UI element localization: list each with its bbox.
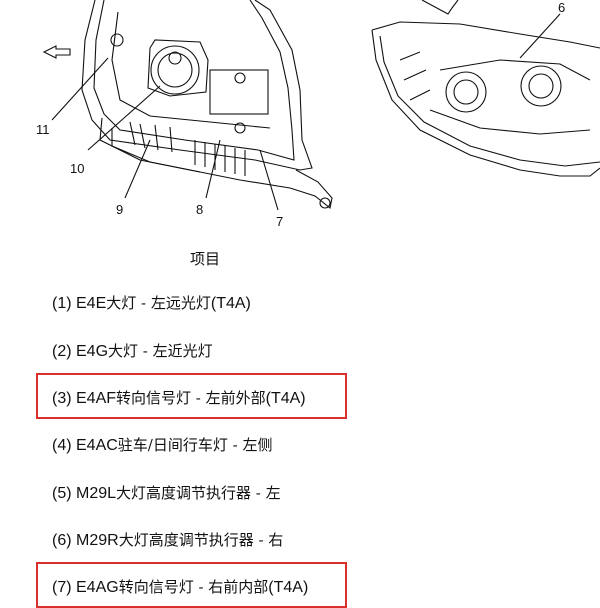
item-code: (3) E4AF <box>52 390 117 407</box>
items-heading: 项目 <box>189 250 220 268</box>
list-item: (2) E4G大灯 - 左近光灯 <box>52 340 213 361</box>
item-code: (1) E4E <box>52 295 107 312</box>
callout-8: 8 <box>196 202 203 217</box>
callout-6: 6 <box>558 0 565 15</box>
callout-10: 10 <box>70 161 84 176</box>
item-description: 大灯高度调节执行器 - 右 <box>118 531 284 549</box>
callout-7: 7 <box>276 214 283 229</box>
item-code: (5) M29L <box>52 485 117 502</box>
item-description: 大灯高度调节执行器 - 左 <box>116 484 281 502</box>
item-tail: (T4A) <box>268 579 309 596</box>
highlight-box <box>36 562 347 608</box>
list-item: (6) M29R大灯高度调节执行器 - 右 <box>52 529 283 550</box>
item-tail: (T4A) <box>210 295 251 312</box>
callout-11: 11 <box>36 122 50 137</box>
item-description: 转向信号灯 - 左前外部 <box>116 389 266 407</box>
item-description: 大灯 - 左远光灯 <box>106 294 211 312</box>
list-item: (3) E4AF转向信号灯 - 左前外部(T4A) <box>52 387 306 408</box>
item-code: (2) E4G <box>52 343 109 360</box>
item-code: (4) E4AC <box>52 437 118 454</box>
list-item: (5) M29L大灯高度调节执行器 - 左 <box>52 482 281 503</box>
item-description: 大灯 - 左近光灯 <box>108 342 213 360</box>
item-description: 驻车/日间行车灯 - 左侧 <box>117 436 273 454</box>
item-code: (7) E4AG <box>52 579 119 596</box>
list-item: (7) E4AG转向信号灯 - 右前内部(T4A) <box>52 576 308 597</box>
item-description: 转向信号灯 - 右前内部 <box>118 578 269 596</box>
list-item: (1) E4E大灯 - 左远光灯(T4A) <box>52 292 251 313</box>
headlamp-exploded-diagram: 6 7 8 9 10 11 <box>36 0 600 229</box>
item-tail: (T4A) <box>265 390 306 407</box>
list-item: (4) E4AC驻车/日间行车灯 - 左侧 <box>52 434 272 455</box>
highlight-box <box>36 373 347 419</box>
item-code: (6) M29R <box>52 532 119 549</box>
callout-9: 9 <box>116 202 123 217</box>
